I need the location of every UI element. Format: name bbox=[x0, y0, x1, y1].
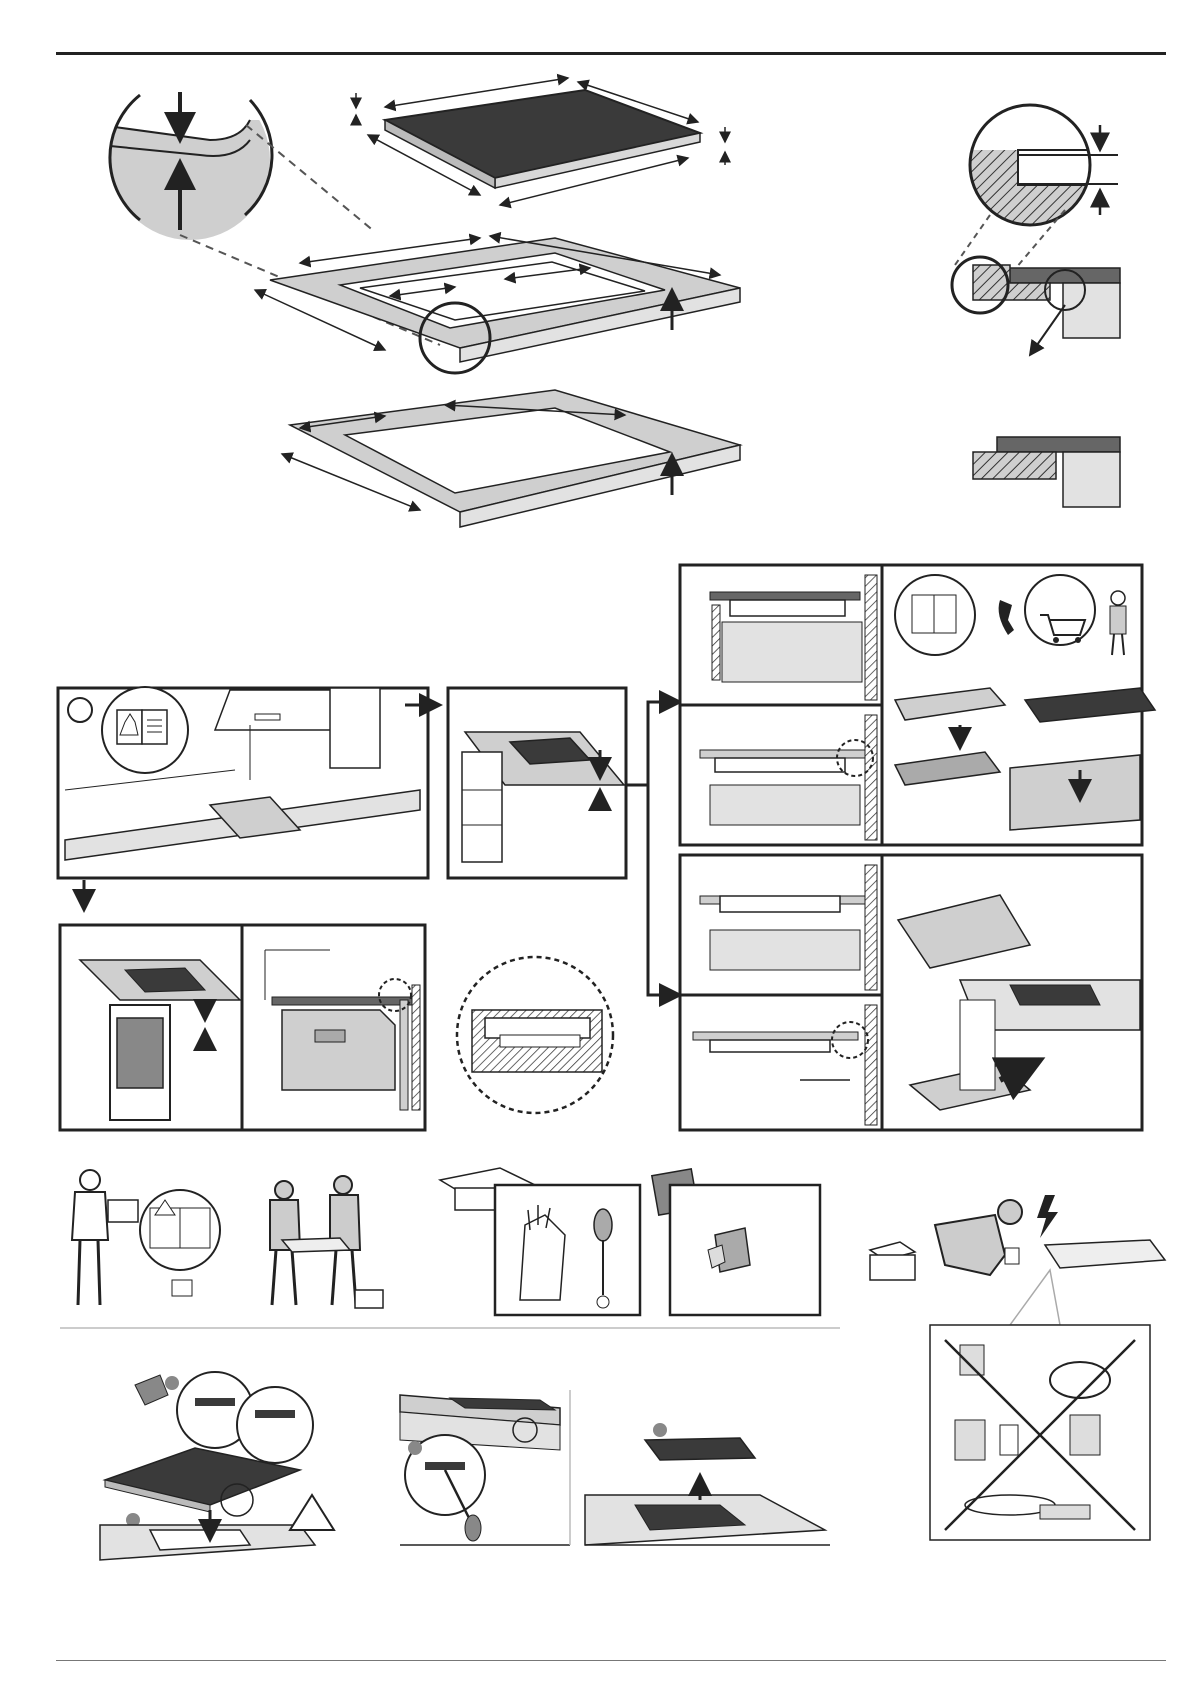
service-panel bbox=[882, 565, 1155, 845]
lightning-icon bbox=[1037, 1195, 1058, 1238]
worktop-cutout bbox=[255, 236, 740, 373]
flush-edge-result bbox=[973, 437, 1120, 507]
electrician-icon bbox=[870, 1200, 1165, 1280]
oven-below-hob bbox=[60, 925, 242, 1130]
cart-icon bbox=[1025, 575, 1095, 645]
footer-rule bbox=[56, 1660, 1166, 1661]
preparation-figure bbox=[0, 1160, 1191, 1640]
hob-in-worktop bbox=[448, 688, 626, 878]
cabinet-install-panel bbox=[882, 855, 1142, 1130]
section-detail bbox=[960, 100, 1118, 240]
screwdriver-removal bbox=[400, 1395, 570, 1545]
reading-manual-person bbox=[72, 1170, 220, 1305]
mount-variant-2 bbox=[680, 705, 882, 845]
manual-icon bbox=[895, 575, 975, 655]
flush-mount-detail bbox=[940, 100, 1140, 520]
forbidden-connections bbox=[930, 1270, 1150, 1540]
hob-insert bbox=[100, 1448, 315, 1560]
installation-sequence-figure bbox=[0, 555, 1191, 1135]
kitchen-overview bbox=[58, 687, 440, 910]
flush-edge bbox=[952, 210, 1120, 355]
two-installers bbox=[270, 1176, 383, 1308]
mount-variant-4 bbox=[680, 995, 882, 1130]
hob-top-dimensions bbox=[356, 78, 725, 205]
clearance-detail bbox=[457, 957, 613, 1113]
worktop-cutout-simple bbox=[282, 390, 740, 527]
clip-attach bbox=[135, 1372, 313, 1463]
section-clearance bbox=[242, 925, 425, 1130]
hob-lift bbox=[585, 1423, 830, 1545]
manual-hood-icon bbox=[102, 687, 188, 773]
mount-variant-3 bbox=[680, 855, 882, 995]
header-rule bbox=[56, 52, 1166, 55]
warning-triangle-icon bbox=[290, 1495, 334, 1530]
tools-panel bbox=[495, 1185, 640, 1315]
mount-variant-1 bbox=[680, 565, 882, 705]
clip-bag-icon bbox=[652, 1169, 820, 1315]
